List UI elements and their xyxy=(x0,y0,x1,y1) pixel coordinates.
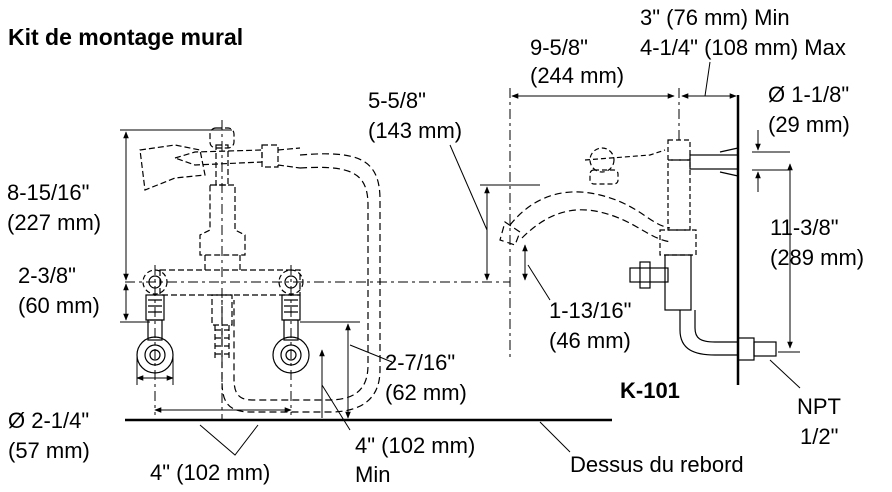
min-clearance-word: Min xyxy=(355,462,391,487)
deck-label: Dessus du rebord xyxy=(570,452,744,477)
height-right-in: 11-3/8" xyxy=(770,215,839,240)
handshower xyxy=(139,127,301,191)
escutcheon-diameter-mm: (57 mm) xyxy=(8,438,90,463)
wall-max: 4-1/4" (108 mm) Max xyxy=(640,35,846,60)
spout-reach-mm: (244 mm) xyxy=(530,63,625,88)
height-right-mm: (289 mm) xyxy=(770,245,865,270)
spout-reach-in: 9-5/8" xyxy=(530,35,588,60)
faucet-body-side xyxy=(629,139,777,361)
spout-drop-mm: (46 mm) xyxy=(549,328,631,353)
arm-mm: (60 mm) xyxy=(18,293,100,318)
below-mm: (62 mm) xyxy=(385,380,467,405)
faucet-body-front xyxy=(159,184,301,360)
wall-min: 3" (76 mm) Min xyxy=(640,5,790,30)
height-left-in: 8-15/16" xyxy=(7,180,90,205)
height-left-mm: (227 mm) xyxy=(7,210,102,235)
below-in: 2-7/16" xyxy=(385,350,456,375)
npt-size: 1/2" xyxy=(800,424,839,449)
handshower-side xyxy=(584,147,666,185)
diagram-title: Kit de montage mural xyxy=(8,24,244,50)
handshower-hose xyxy=(221,153,381,413)
arm-in: 2-3/8" xyxy=(18,263,76,288)
spout-rise-in: 5-5/8" xyxy=(368,88,426,113)
model-number: K-101 xyxy=(620,378,680,403)
pipe-diameter-in: Ø 1-1/8" xyxy=(768,82,850,107)
centers-label: 4" (102 mm) xyxy=(150,460,271,485)
pipe-diameter-mm: (29 mm) xyxy=(768,112,850,137)
escutcheon-diameter-in: Ø 2-1/4" xyxy=(8,408,90,433)
min-clearance: 4" (102 mm) xyxy=(355,433,476,458)
spout-rise-mm: (143 mm) xyxy=(368,118,463,143)
npt-label: NPT xyxy=(797,394,841,419)
spout-drop-in: 1-13/16" xyxy=(549,298,632,323)
spout-side xyxy=(499,191,673,246)
